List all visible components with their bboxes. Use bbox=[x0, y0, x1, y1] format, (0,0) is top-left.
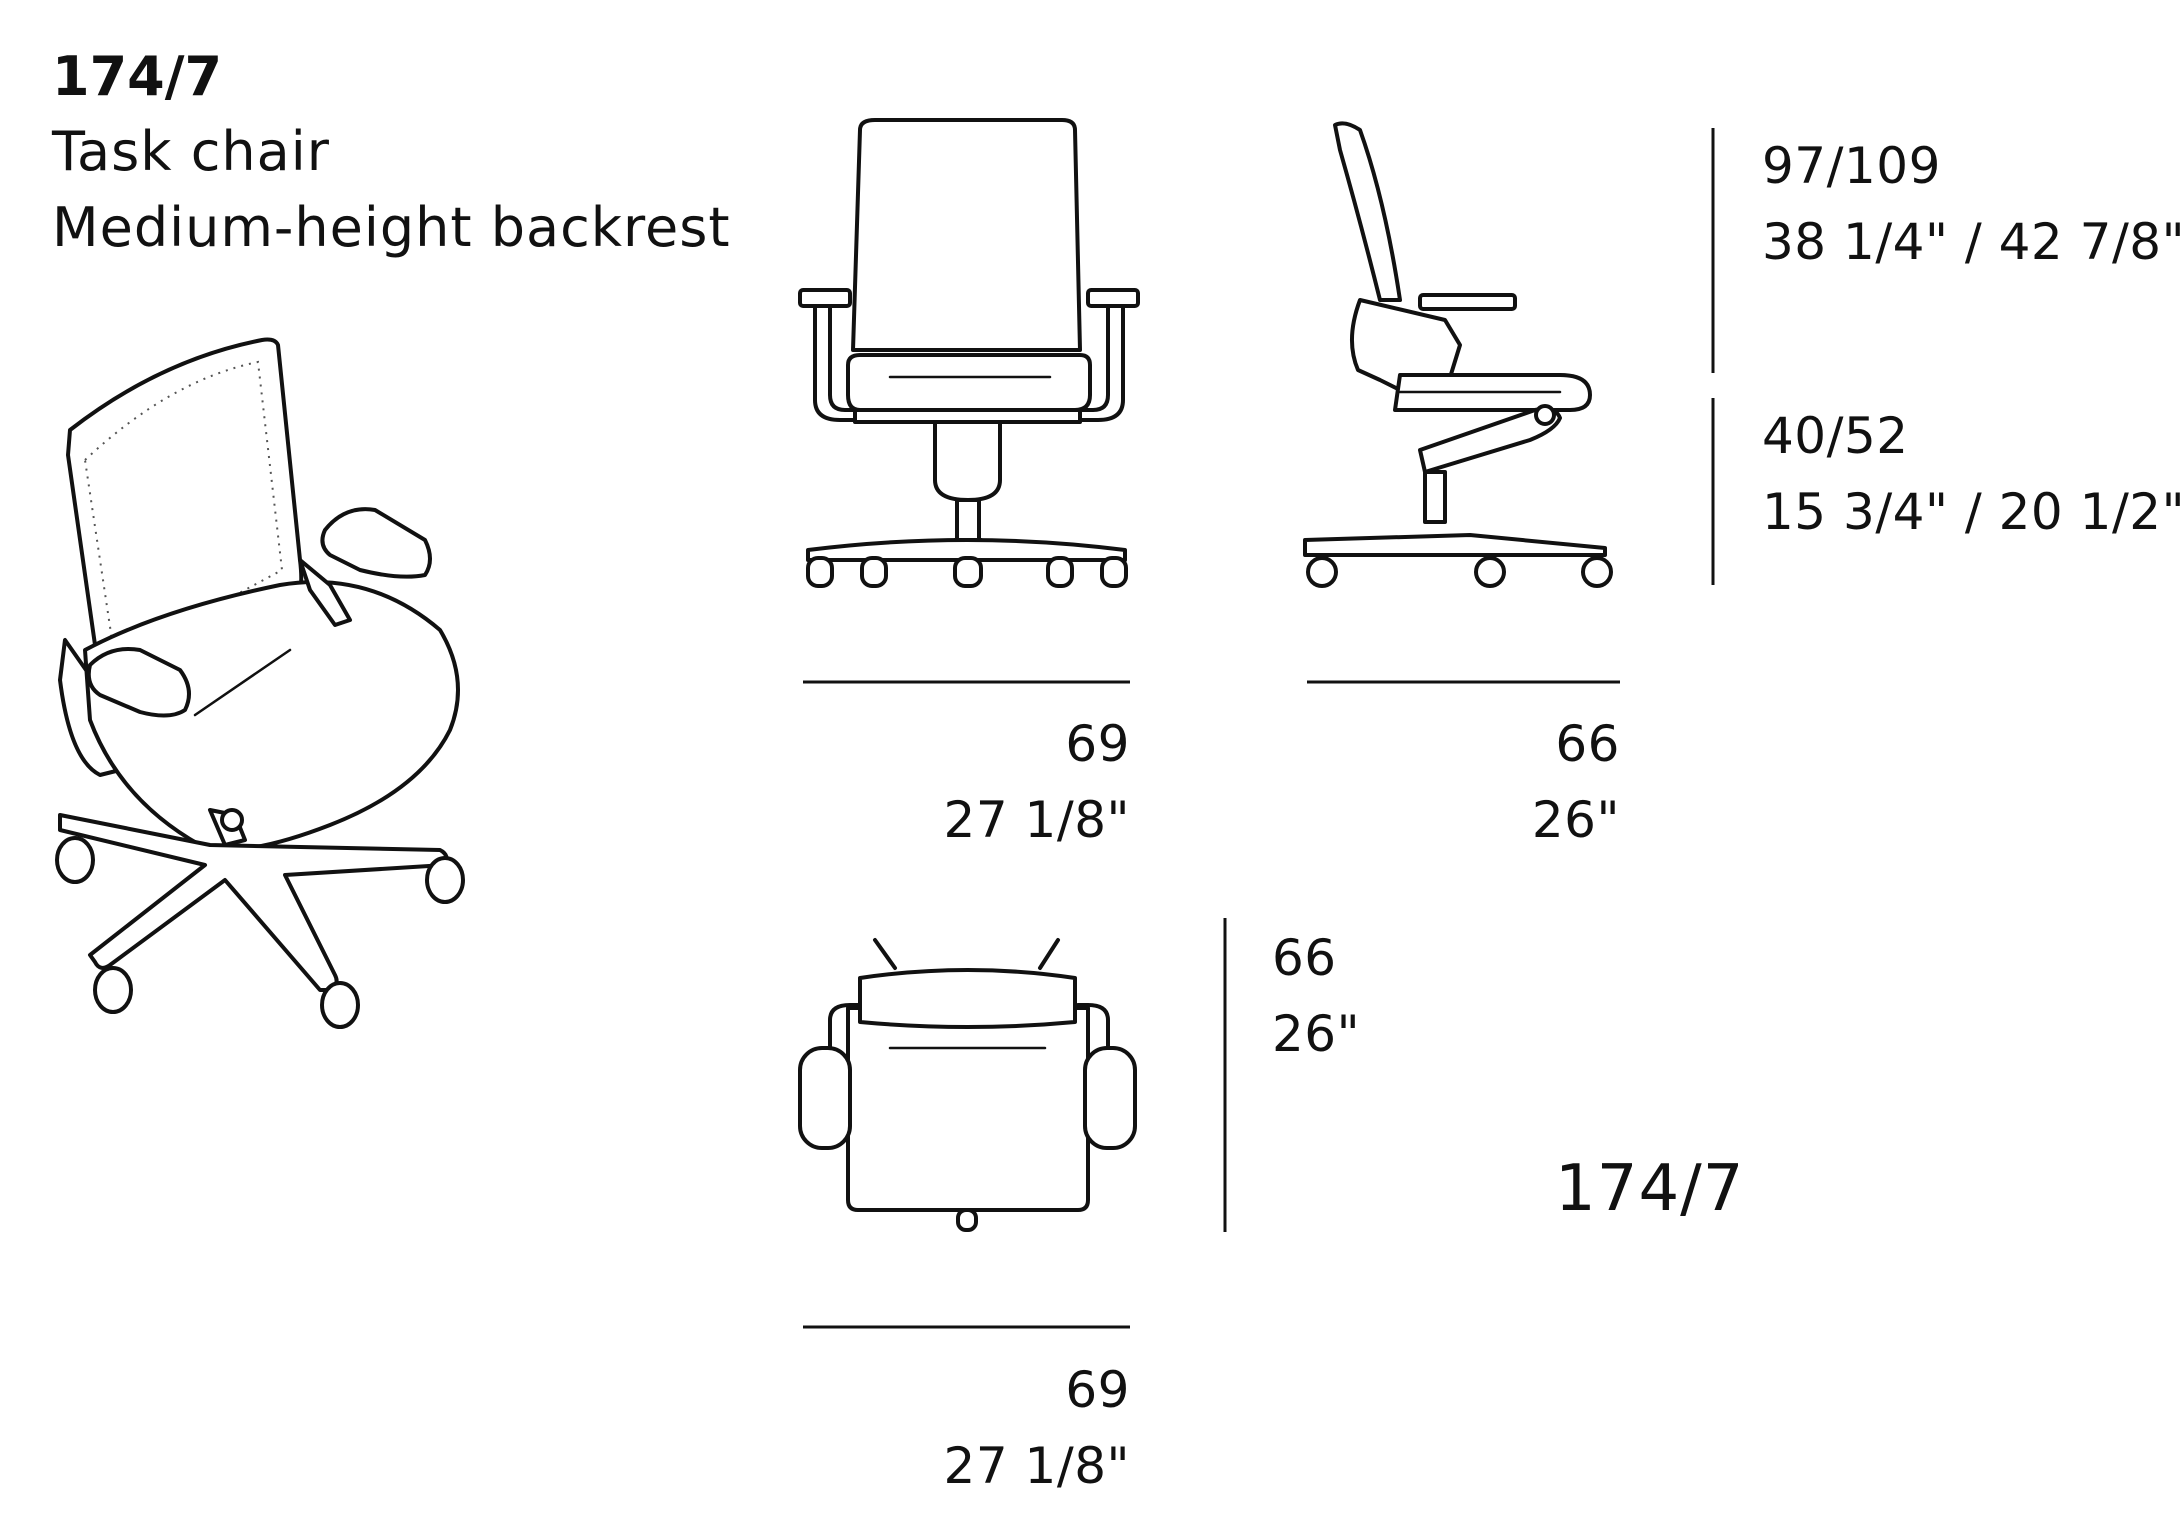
backrest-variant: Medium-height backrest bbox=[52, 196, 731, 259]
model-code: 174/7 bbox=[52, 45, 223, 108]
footer-model-code: 174/7 bbox=[1555, 1152, 1745, 1226]
side-depth-in: 26" bbox=[1531, 791, 1620, 849]
perspective-chair-drawing bbox=[55, 337, 465, 1029]
top-width-cm: 69 bbox=[1065, 1361, 1130, 1419]
overall-height-cm: 97/109 bbox=[1762, 137, 1941, 195]
side-depth-cm: 66 bbox=[1555, 715, 1620, 773]
top-width-label: 69 27 1/8" bbox=[944, 1352, 1130, 1504]
product-type: Task chair bbox=[52, 120, 330, 183]
front-view-drawing bbox=[798, 118, 1140, 588]
side-view-drawing bbox=[1303, 121, 1613, 588]
side-depth-label: 66 26" bbox=[1532, 706, 1620, 858]
seat-height-label: 40/52 15 3/4" / 20 1/2" bbox=[1762, 398, 2183, 550]
overall-height-label: 97/109 38 1/4" / 42 7/8" bbox=[1762, 128, 2183, 280]
top-depth-cm: 66 bbox=[1272, 929, 1337, 987]
top-depth-in: 26" bbox=[1272, 1005, 1361, 1063]
seat-height-in: 15 3/4" / 20 1/2" bbox=[1762, 483, 2183, 541]
front-width-label: 69 27 1/8" bbox=[944, 706, 1130, 858]
overall-height-in: 38 1/4" / 42 7/8" bbox=[1762, 213, 2183, 271]
front-width-cm: 69 bbox=[1065, 715, 1130, 773]
top-width-in: 27 1/8" bbox=[943, 1437, 1130, 1495]
top-view-drawing bbox=[798, 938, 1137, 1232]
top-depth-label: 66 26" bbox=[1272, 920, 1360, 1072]
seat-height-cm: 40/52 bbox=[1762, 407, 1909, 465]
front-width-in: 27 1/8" bbox=[943, 791, 1130, 849]
title-block: 174/7 Task chair Medium-height backrest bbox=[52, 40, 731, 266]
